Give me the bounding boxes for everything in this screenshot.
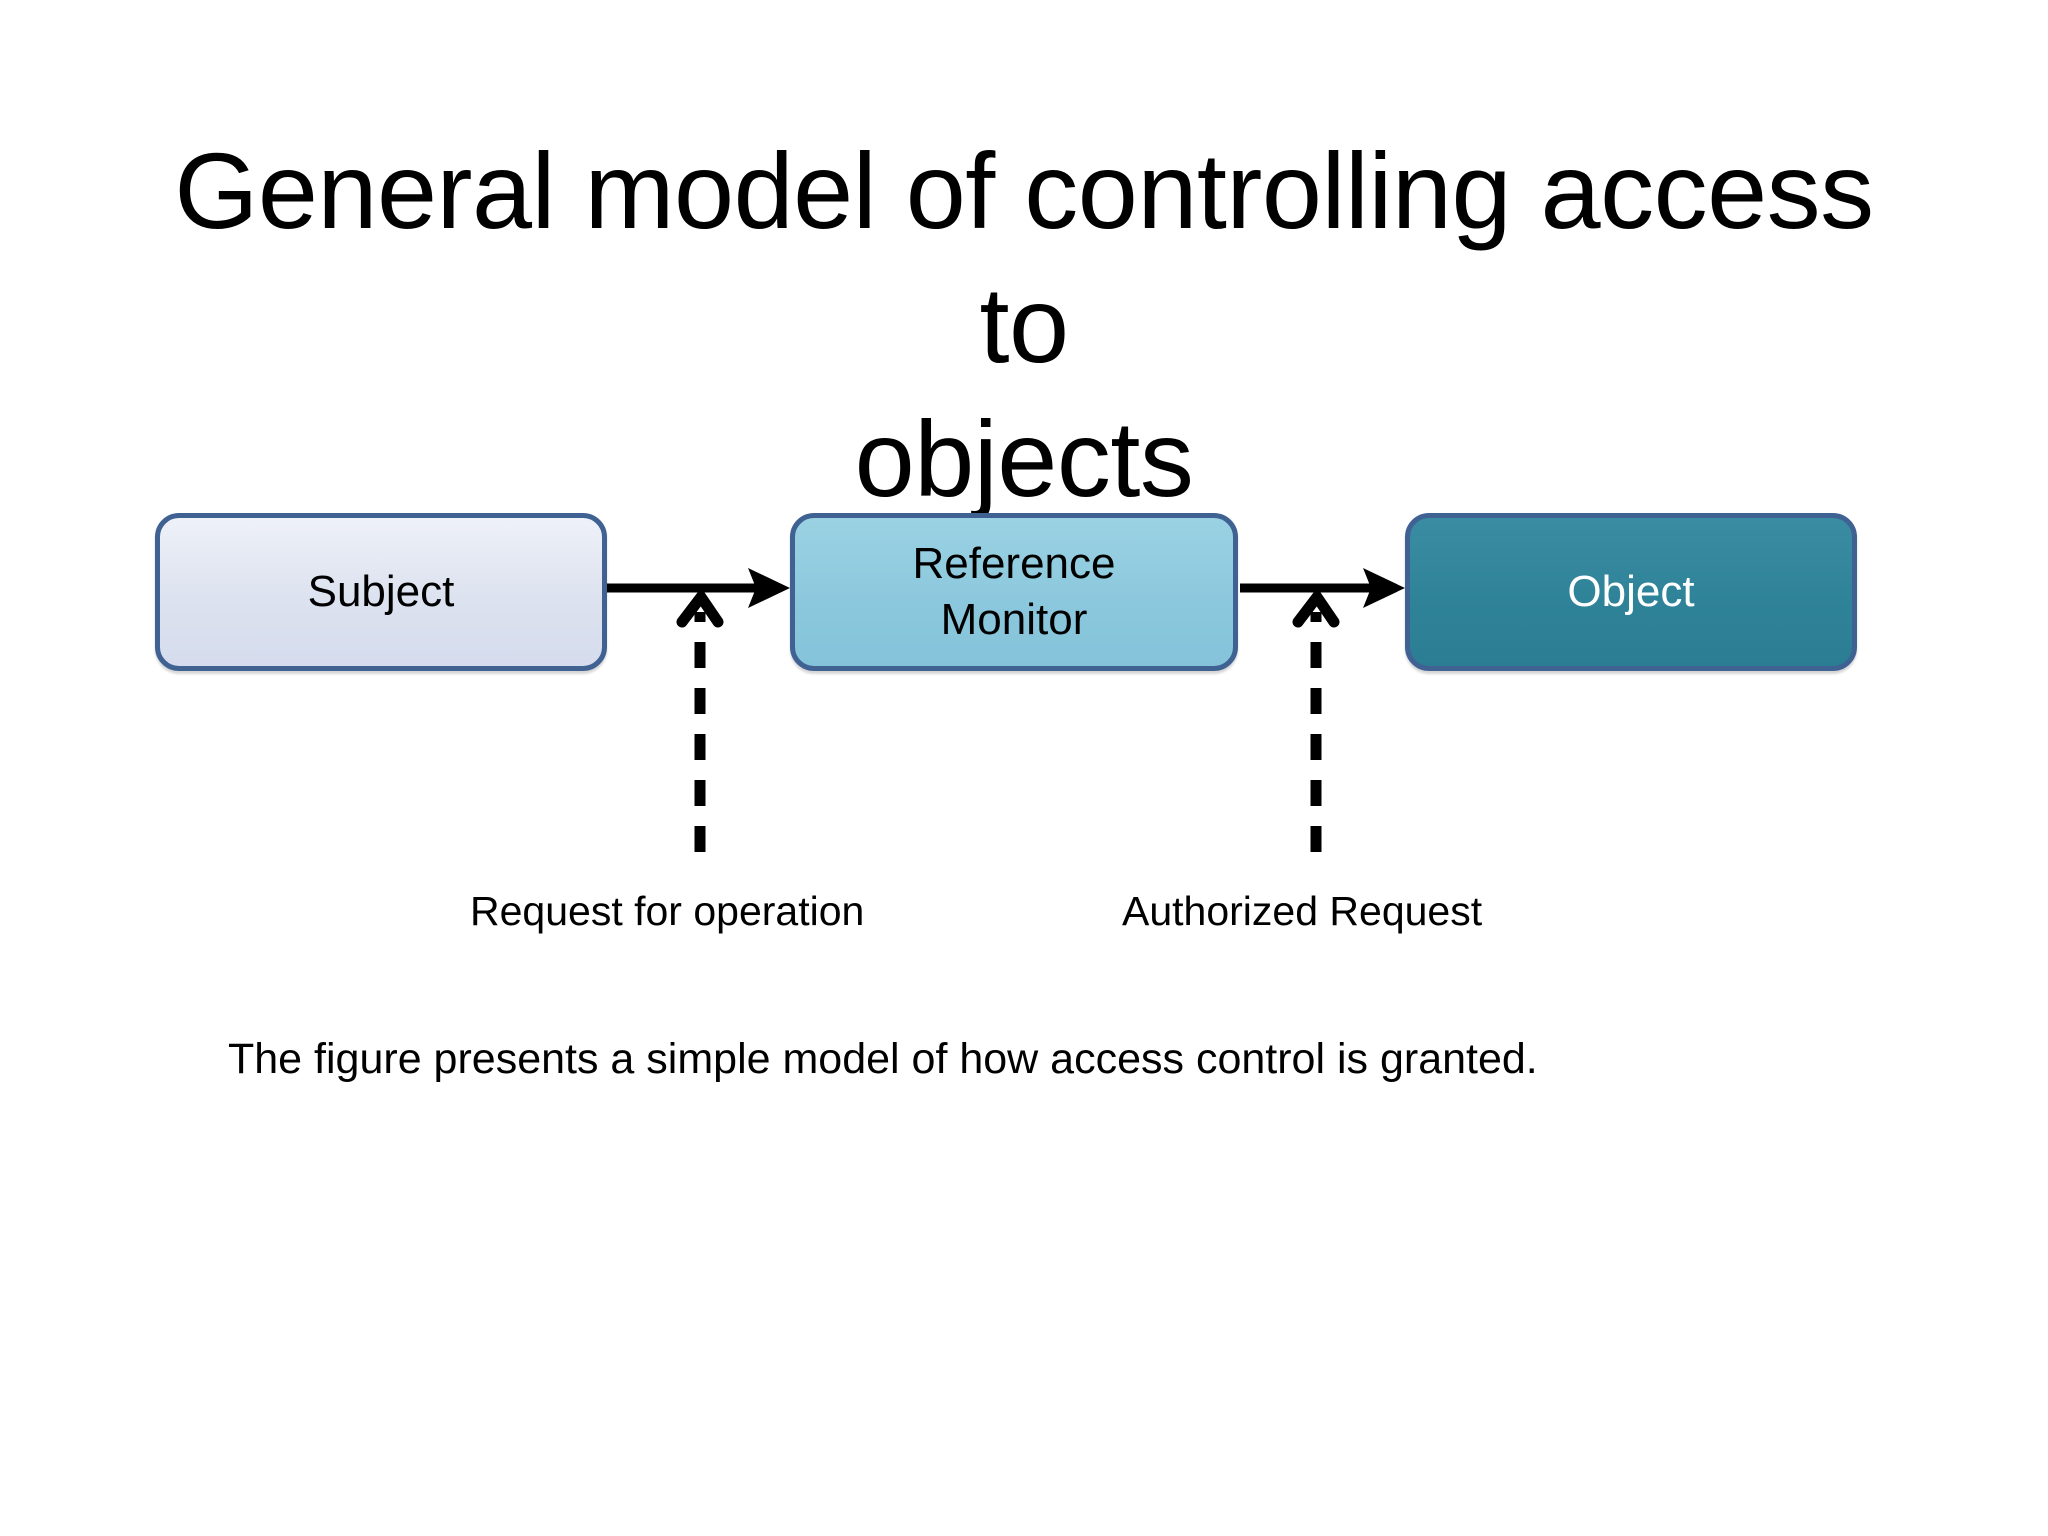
arrowhead-filled-icon [748,568,790,608]
connector-reference-monitor-to-object [1240,568,1405,608]
label-request-for-operation: Request for operation [470,888,865,934]
node-object[interactable]: Object [1405,513,1857,671]
page-title: General model of controlling access to o… [174,130,1874,520]
node-reference-monitor-label: Reference Monitor [912,538,1116,644]
arrowhead-open-icon [676,587,724,628]
node-subject-label: Subject [307,566,455,616]
arrowhead-open-icon [1292,587,1340,628]
label-authorized-request: Authorized Request [1122,888,1483,934]
slide-caption: The figure presents a simple model of ho… [228,1035,1538,1083]
connector-authorized-request-callout [1292,587,1340,852]
arrowhead-filled-icon [1363,568,1405,608]
connector-subject-to-reference-monitor [607,568,790,608]
node-subject[interactable]: Subject [155,513,607,671]
node-object-label: Object [1567,566,1695,616]
connector-request-for-operation-callout [676,587,724,852]
node-reference-monitor[interactable]: Reference Monitor [790,513,1238,671]
